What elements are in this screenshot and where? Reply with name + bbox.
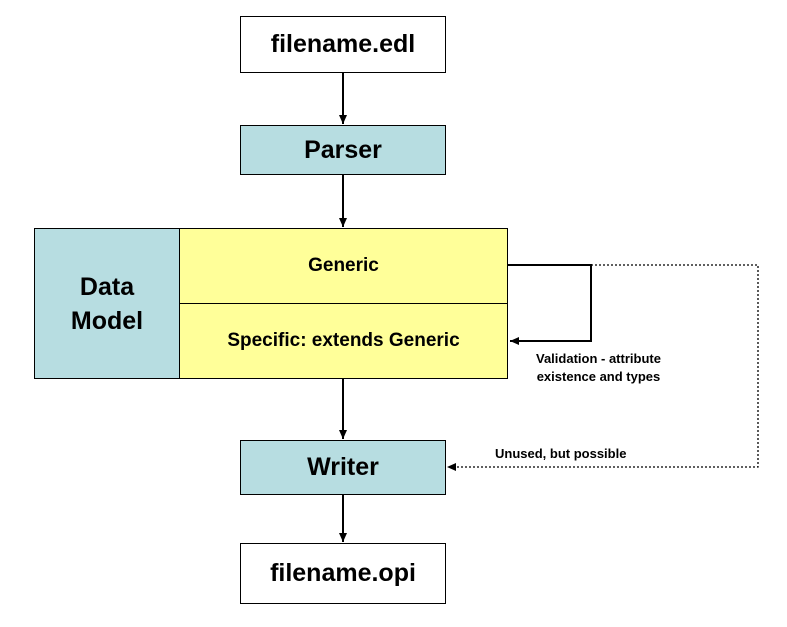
generic-label: Generic xyxy=(308,255,379,276)
data-model-label-line1: Data xyxy=(79,272,135,301)
data-model-box: Data Model xyxy=(34,228,180,379)
unused-annotation: Unused, but possible xyxy=(495,446,627,461)
output-file-box: filename.opi xyxy=(240,543,446,604)
validation-annotation-line1: Validation - attribute xyxy=(536,351,661,366)
specific-label: Specific: extends Generic xyxy=(227,330,460,351)
input-file-label: filename.edl xyxy=(270,30,416,58)
input-file-box: filename.edl xyxy=(240,16,446,73)
parser-label: Parser xyxy=(304,135,382,164)
specific-section: Specific: extends Generic xyxy=(179,303,508,379)
validation-annotation: Validation - attribute existence and typ… xyxy=(536,350,661,386)
validation-loop-arrow xyxy=(508,264,592,345)
generic-section: Generic xyxy=(179,228,508,304)
parser-box: Parser xyxy=(240,125,446,175)
unused-dotted-arrow xyxy=(447,264,759,471)
writer-label: Writer xyxy=(307,453,379,481)
writer-box: Writer xyxy=(240,440,446,495)
output-file-label: filename.opi xyxy=(270,559,416,587)
validation-annotation-line2: existence and types xyxy=(536,369,661,384)
data-model-label-line2: Model xyxy=(70,306,144,335)
